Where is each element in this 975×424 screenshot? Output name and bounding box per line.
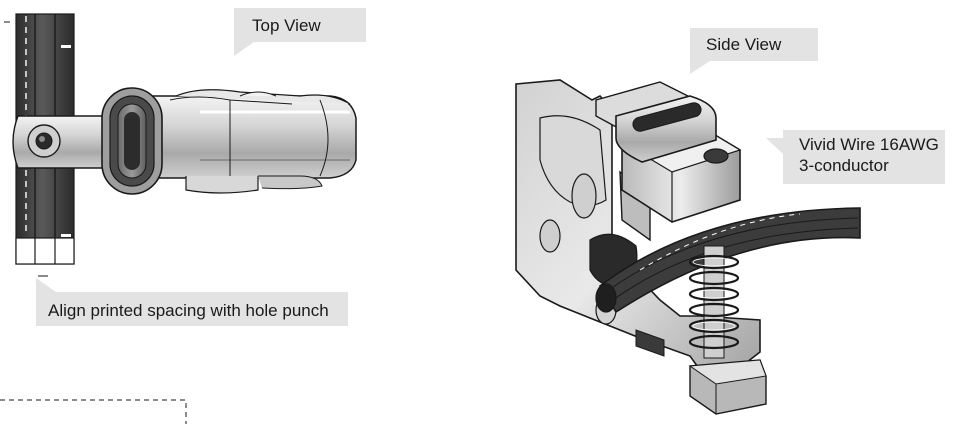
- base-block: [688, 359, 767, 415]
- punch-arm: [12, 115, 113, 169]
- top-view-diagram: [4, 13, 357, 277]
- callout-tail: [36, 278, 56, 292]
- side-view-diagram: [515, 79, 861, 415]
- side-view-callout: Side View: [690, 28, 818, 74]
- align-callout: Align printed spacing with hole punch: [36, 278, 348, 326]
- side-view-label: Side View: [706, 35, 782, 54]
- callout-tail: [690, 61, 710, 74]
- tool-body-top: [111, 89, 357, 194]
- wire-label-line1: Vivid Wire 16AWG: [799, 135, 939, 154]
- top-view-callout: Top View: [234, 8, 366, 56]
- dashed-guide: [0, 399, 187, 424]
- wire-label-line2: 3-conductor: [799, 156, 889, 175]
- callout-tail: [766, 138, 783, 154]
- callout-tail: [234, 42, 254, 56]
- wire-callout: Vivid Wire 16AWG 3-conductor: [766, 130, 945, 184]
- align-label: Align printed spacing with hole punch: [48, 301, 329, 320]
- top-view-label: Top View: [252, 16, 321, 35]
- oval-pad: [101, 87, 163, 195]
- top-lever: [595, 81, 717, 163]
- spring: [688, 245, 740, 359]
